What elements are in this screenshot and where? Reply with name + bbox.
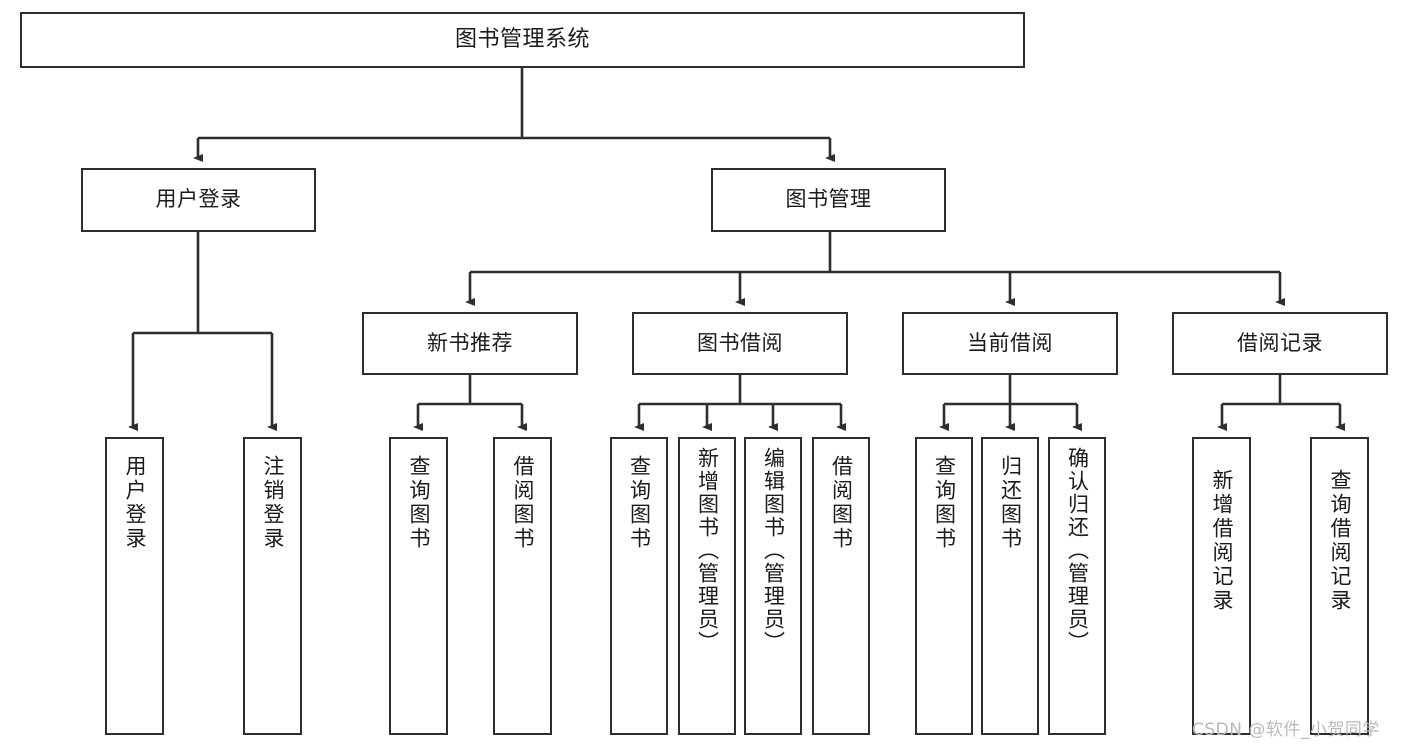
node-label: 新书推荐: [427, 330, 513, 355]
leaf-edit-book-admin[interactable]: 编辑图书（管理员）: [744, 437, 802, 735]
node-book-borrow[interactable]: 图书借阅: [632, 312, 848, 375]
leaf-confirm-return-admin[interactable]: 确认归还（管理员）: [1048, 437, 1106, 735]
leaf-add-borrow-record[interactable]: 新增借阅记录: [1192, 437, 1251, 735]
watermark-text: CSDN @软件_小贺同学: [1192, 720, 1380, 740]
node-label: 新增图书（管理员）: [695, 447, 720, 654]
leaf-logout-login[interactable]: 注销登录: [243, 437, 302, 735]
node-root-book-management-system[interactable]: 图书管理系统: [20, 12, 1025, 68]
node-label: 借阅图书: [829, 455, 854, 551]
node-label: 借阅图书: [511, 455, 535, 551]
node-label: 确认归还（管理员）: [1065, 447, 1090, 654]
node-label: 查询借阅记录: [1328, 469, 1352, 613]
node-user-login[interactable]: 用户登录: [81, 168, 316, 232]
node-current-borrow[interactable]: 当前借阅: [902, 312, 1118, 375]
node-label: 注销登录: [261, 455, 285, 551]
node-label: 当前借阅: [967, 330, 1053, 355]
node-label: 借阅记录: [1237, 330, 1323, 355]
leaf-query-book-borrow[interactable]: 查询图书: [610, 437, 668, 735]
node-label: 图书借阅: [697, 330, 783, 355]
leaf-query-borrow-record[interactable]: 查询借阅记录: [1310, 437, 1369, 735]
node-label: 图书管理: [785, 187, 872, 212]
node-label: 用户登录: [123, 455, 147, 551]
leaf-query-book-current[interactable]: 查询图书: [915, 437, 973, 735]
leaf-borrow-book-borrow[interactable]: 借阅图书: [812, 437, 870, 735]
node-label: 查询图书: [932, 455, 957, 551]
node-label: 用户登录: [155, 187, 242, 212]
leaf-add-book-admin[interactable]: 新增图书（管理员）: [678, 437, 736, 735]
node-label: 查询图书: [627, 455, 652, 551]
node-label: 查询图书: [407, 455, 431, 551]
leaf-borrow-book-recommend[interactable]: 借阅图书: [493, 437, 552, 735]
node-label: 新增借阅记录: [1210, 469, 1234, 613]
node-label: 图书管理系统: [454, 26, 590, 52]
node-new-book-recommend[interactable]: 新书推荐: [362, 312, 578, 375]
node-label: 归还图书: [998, 455, 1023, 551]
node-borrow-record[interactable]: 借阅记录: [1172, 312, 1388, 375]
leaf-query-book-recommend[interactable]: 查询图书: [389, 437, 448, 735]
node-label: 编辑图书（管理员）: [761, 447, 786, 654]
leaf-return-book[interactable]: 归还图书: [981, 437, 1039, 735]
leaf-user-login[interactable]: 用户登录: [105, 437, 164, 735]
node-book-management[interactable]: 图书管理: [711, 168, 946, 232]
